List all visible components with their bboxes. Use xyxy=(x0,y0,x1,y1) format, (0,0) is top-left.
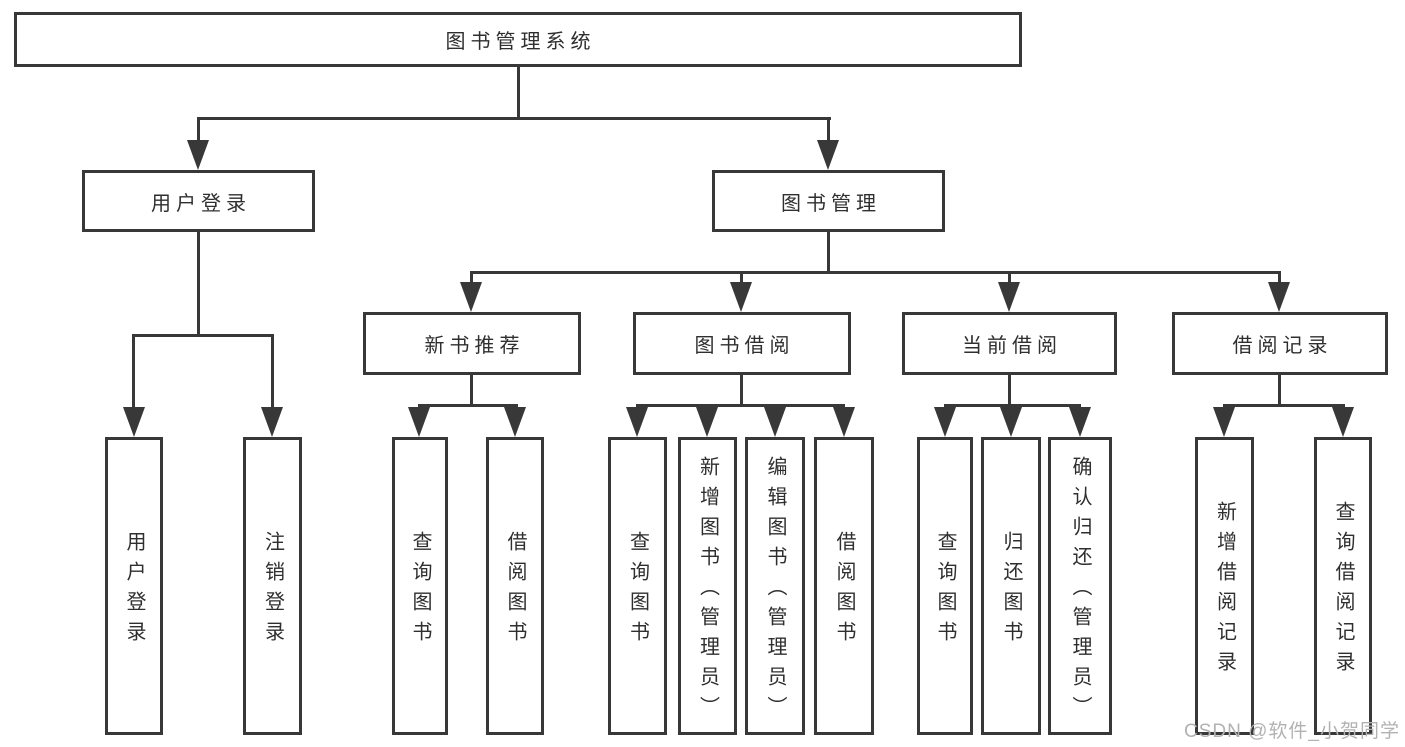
connector-borrowrecords-drop xyxy=(1278,271,1281,285)
connector-userlogin-drop xyxy=(197,117,200,145)
connector-borrowrecords-branch xyxy=(1223,404,1345,407)
leaf-borrow-edit: 编辑图书（管理员） xyxy=(745,437,805,735)
connector-bookborrow-drop xyxy=(740,271,743,285)
leaf-borrow-borrow: 借阅图书 xyxy=(814,437,874,735)
connector-borrowrecords-stub xyxy=(1278,375,1281,406)
arrowhead-new-books xyxy=(460,282,482,312)
arrowhead-borrow-records xyxy=(1268,282,1290,312)
arrowhead-cb-query xyxy=(934,407,956,437)
connector-currentborrow-drop xyxy=(1008,271,1011,285)
node-new-books: 新书推荐 xyxy=(363,312,581,375)
arrowhead-bb-query xyxy=(626,407,648,437)
watermark-text: CSDN @软件_小贺同学 xyxy=(1184,721,1400,742)
leaf-borrow-query: 查询图书 xyxy=(608,437,667,735)
node-book-mgmt: 图书管理 xyxy=(712,170,945,232)
arrowhead-book-mgmt xyxy=(817,140,839,170)
connector-root-stub xyxy=(517,67,520,119)
connector-userlogin-branch xyxy=(132,334,274,337)
arrowhead-user-login xyxy=(187,140,209,170)
leaf-records-add: 新增借阅记录 xyxy=(1195,437,1254,735)
arrowhead-current-borrow xyxy=(998,282,1020,312)
arrowhead-br-add xyxy=(1213,407,1235,437)
connector-newbooks-stub xyxy=(470,375,473,406)
connector-level2-branch xyxy=(197,117,831,120)
arrowhead-nb-query xyxy=(408,407,430,437)
leaf-user-login: 用户登录 xyxy=(105,437,163,735)
arrowhead-bb-add xyxy=(696,407,718,437)
node-user-login: 用户登录 xyxy=(82,170,315,232)
arrowhead-leaf-logout xyxy=(261,407,283,437)
leaf-current-confirm: 确认归还（管理员） xyxy=(1048,437,1112,735)
connector-newbooks-branch xyxy=(418,404,518,407)
leaf-logout: 注销登录 xyxy=(243,437,302,735)
arrowhead-cb-confirm xyxy=(1069,407,1091,437)
connector-currentborrow-stub xyxy=(1008,375,1011,406)
connector-bookborrow-branch xyxy=(636,404,845,407)
leaf-newbooks-query: 查询图书 xyxy=(392,437,448,735)
leaf-newbooks-borrow: 借阅图书 xyxy=(486,437,544,735)
connector-userlogin-stub xyxy=(197,232,200,336)
leaf-records-query: 查询借阅记录 xyxy=(1314,437,1372,735)
connector-leaf-logout-drop xyxy=(271,334,274,410)
connector-level3-branch xyxy=(470,271,1281,274)
arrowhead-bb-borrow xyxy=(833,407,855,437)
connector-newbooks-drop xyxy=(470,271,473,285)
arrowhead-nb-borrow xyxy=(504,407,526,437)
node-borrow-records: 借阅记录 xyxy=(1172,312,1388,375)
arrowhead-bb-edit xyxy=(764,407,786,437)
node-book-borrow: 图书借阅 xyxy=(633,312,851,375)
arrowhead-br-query xyxy=(1332,407,1354,437)
arrowhead-book-borrow xyxy=(730,282,752,312)
leaf-current-query: 查询图书 xyxy=(917,437,973,735)
arrowhead-cb-return xyxy=(1000,407,1022,437)
node-root: 图书管理系统 xyxy=(14,12,1022,67)
connector-leaf-userlogin-drop xyxy=(132,334,135,410)
connector-bookborrow-stub xyxy=(740,375,743,406)
arrowhead-leaf-user-login xyxy=(123,407,145,437)
node-current-borrow: 当前借阅 xyxy=(902,312,1117,375)
connector-currentborrow-branch xyxy=(944,404,1081,407)
connector-bookmgmt-stub xyxy=(827,232,830,273)
connector-bookmgmt-drop xyxy=(827,117,830,145)
leaf-borrow-add: 新增图书（管理员） xyxy=(678,437,737,735)
leaf-current-return: 归还图书 xyxy=(981,437,1041,735)
